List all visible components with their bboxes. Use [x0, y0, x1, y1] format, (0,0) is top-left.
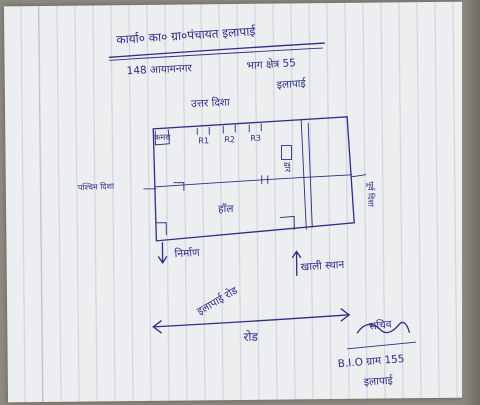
- west-label: पश्चिम दिशा: [77, 181, 115, 193]
- door-label: द्वार: [283, 161, 293, 172]
- signature-flourish: [356, 321, 411, 334]
- room-r1-label: R1: [198, 136, 210, 146]
- south-west-label: निर्माण: [174, 246, 201, 261]
- east-tick: [351, 174, 367, 178]
- header-underline-1: [108, 42, 325, 58]
- corner-room-label: कमरा: [154, 132, 171, 142]
- road-label: रोड: [243, 329, 258, 344]
- hall-mark-right: [279, 215, 295, 230]
- road-arrow-left: [152, 320, 163, 334]
- plan-sketch: [143, 116, 416, 350]
- middle-divider: [155, 174, 353, 188]
- room-mark-r2: [222, 124, 236, 134]
- south-west-arrow: [157, 242, 168, 264]
- room-mark-r1: [196, 126, 210, 135]
- room-r2-label: R2: [224, 135, 236, 145]
- right-divider-1: [300, 118, 307, 230]
- south-east-label: खाली स्थान: [300, 258, 345, 274]
- corner-room: [154, 129, 170, 146]
- signature-underline: [347, 341, 416, 350]
- door-box: [280, 144, 293, 160]
- right-divider-2: [307, 122, 313, 228]
- header-underlines: [108, 42, 325, 61]
- road-arrow-right: [340, 308, 351, 322]
- hall-mark-left: [173, 182, 185, 192]
- bottom-left-mark: [155, 222, 167, 236]
- hall-label: हॉल: [218, 203, 234, 216]
- table-edge: [462, 0, 480, 405]
- notebook-page: कार्या० का० ग्रा०पंचायत इलापाई 148 आयामन…: [3, 1, 471, 403]
- hall-mark-mid: [261, 175, 269, 185]
- room-mark-r3: [248, 123, 262, 133]
- header-underline-2: [109, 47, 323, 61]
- room-r3-label: R3: [250, 133, 262, 143]
- signature-name: सचिव: [368, 318, 393, 333]
- plot-boundary: [152, 116, 355, 242]
- signature-line-2: इलापाई: [363, 374, 394, 389]
- road-line: [152, 314, 350, 328]
- south-east-arrow: [291, 250, 302, 277]
- east-label: पूर्व दिशा: [365, 181, 376, 207]
